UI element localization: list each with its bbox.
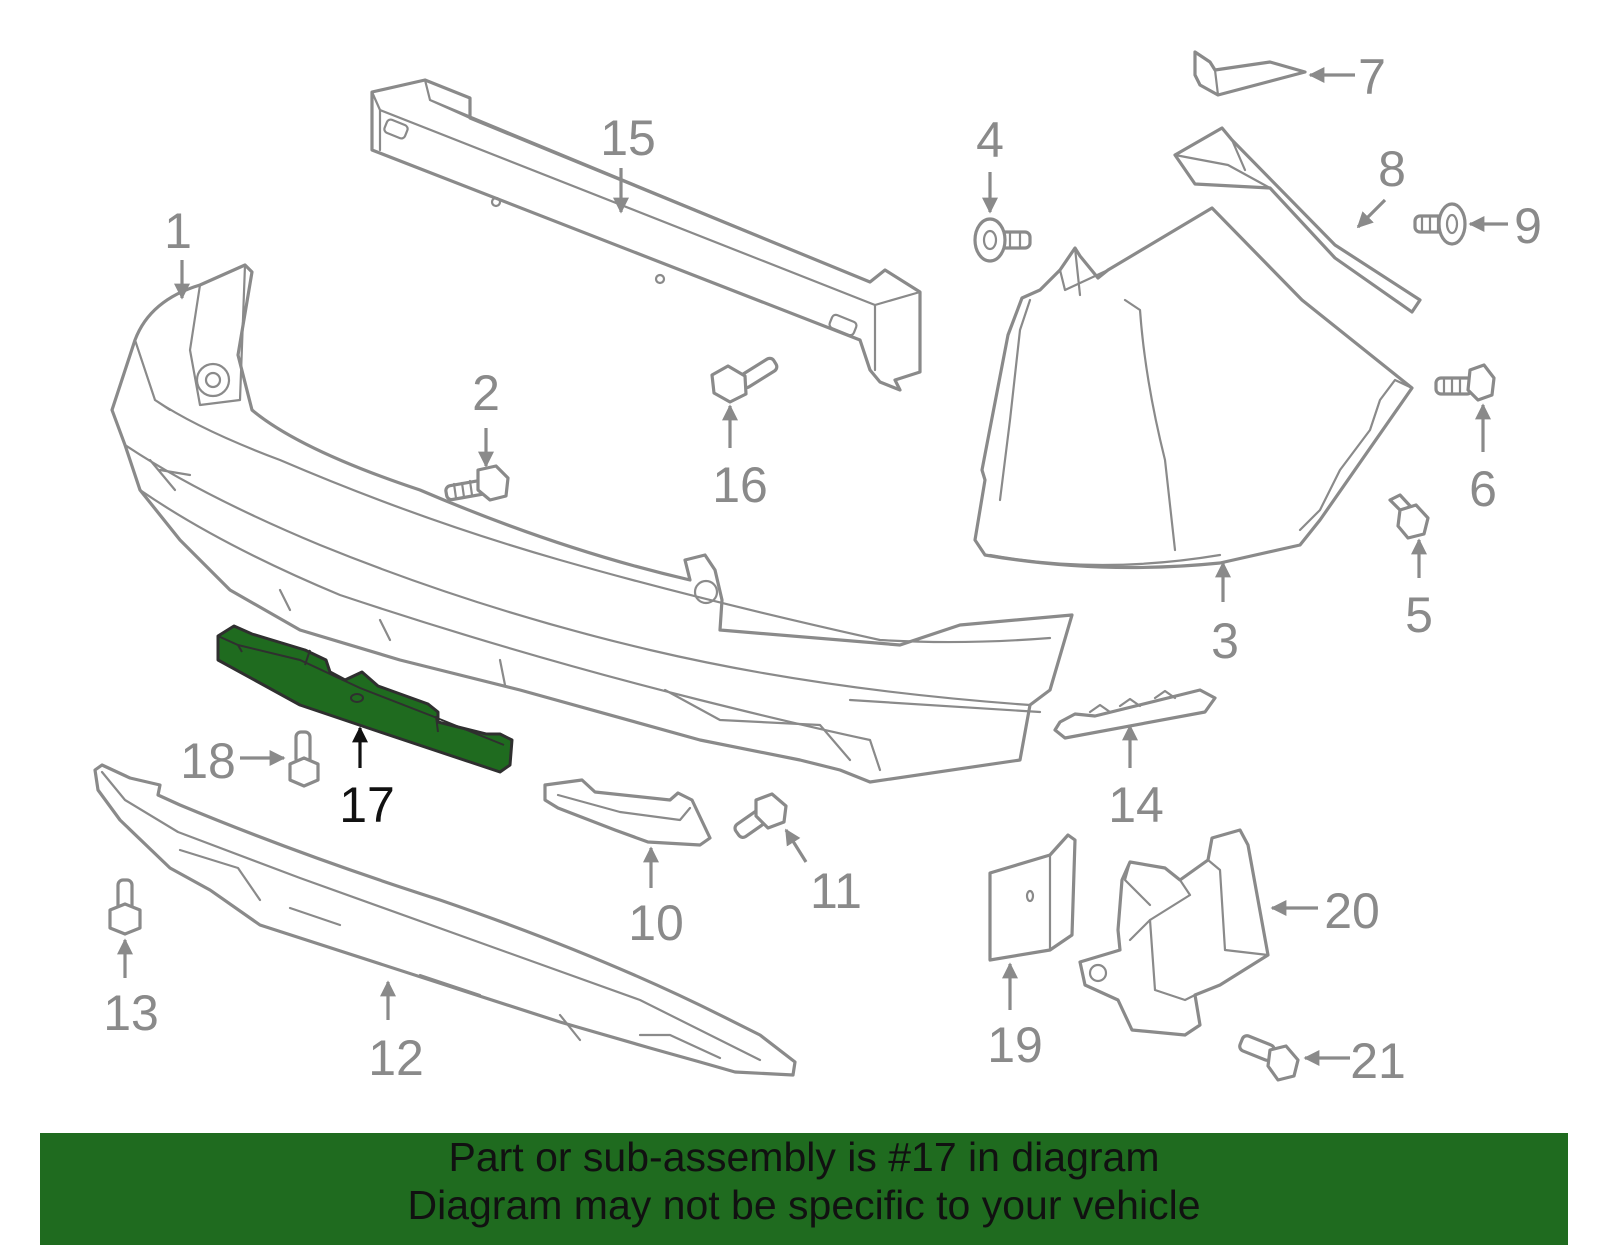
part-19-plate bbox=[988, 833, 1077, 962]
fastener-5-bolt bbox=[1388, 493, 1430, 540]
callout-21: 21 bbox=[1350, 1033, 1406, 1089]
callout-3: 3 bbox=[1211, 613, 1239, 669]
callout-19: 19 bbox=[987, 1017, 1043, 1073]
part-14-clip-strip bbox=[1053, 688, 1217, 740]
callout-14: 14 bbox=[1108, 777, 1164, 833]
part-17-energy-absorber bbox=[216, 624, 514, 774]
fastener-2-screw bbox=[444, 464, 510, 502]
part-10-bracket bbox=[543, 778, 712, 847]
callout-9: 9 bbox=[1514, 198, 1542, 254]
callout-6: 6 bbox=[1469, 461, 1497, 517]
fastener-11-bolt bbox=[733, 792, 788, 839]
fastener-16-bolt bbox=[710, 356, 779, 404]
callout-10: 10 bbox=[628, 895, 684, 951]
callout-8: 8 bbox=[1378, 141, 1406, 197]
footer-disclaimer: Diagram may not be specific to your vehi… bbox=[407, 1182, 1201, 1228]
callout-4: 4 bbox=[976, 112, 1004, 168]
callout-15: 15 bbox=[600, 110, 656, 166]
callout-16: 16 bbox=[712, 457, 768, 513]
fastener-6-bolt bbox=[1434, 363, 1496, 402]
part-20-bracket-assembly bbox=[1078, 828, 1270, 1037]
callout-7: 7 bbox=[1358, 49, 1386, 105]
part-15-reinforcement-beam bbox=[370, 78, 922, 392]
fastener-9-bolt bbox=[1413, 202, 1467, 246]
callout-labels: 1 2 3 4 5 6 7 8 9 10 11 12 13 14 15 16 1… bbox=[103, 49, 1542, 1089]
callout-11: 11 bbox=[810, 863, 862, 919]
part-1-bumper-cover bbox=[110, 263, 1074, 784]
part-12-lower-valance bbox=[93, 763, 797, 1077]
callout-2: 2 bbox=[472, 365, 500, 421]
callout-13: 13 bbox=[103, 985, 159, 1041]
callout-12: 12 bbox=[368, 1030, 424, 1086]
part-7-small-bracket bbox=[1193, 50, 1307, 97]
callout-5: 5 bbox=[1405, 587, 1433, 643]
callout-20: 20 bbox=[1324, 883, 1380, 939]
callout-18: 18 bbox=[180, 733, 236, 789]
part-8-trim-strip bbox=[1173, 126, 1422, 314]
footer-banner: Part or sub-assembly is #17 in diagram D… bbox=[40, 1133, 1568, 1245]
fastener-18-bolt bbox=[288, 730, 320, 788]
callout-1: 1 bbox=[164, 203, 192, 259]
leader-lines bbox=[117, 67, 1508, 1066]
fastener-21-bolt bbox=[1238, 1034, 1300, 1082]
footer-part-note: Part or sub-assembly is #17 in diagram bbox=[448, 1134, 1160, 1180]
fastener-13-bolt bbox=[108, 878, 142, 936]
fastener-4-screw bbox=[973, 217, 1032, 263]
callout-17: 17 bbox=[339, 777, 395, 833]
